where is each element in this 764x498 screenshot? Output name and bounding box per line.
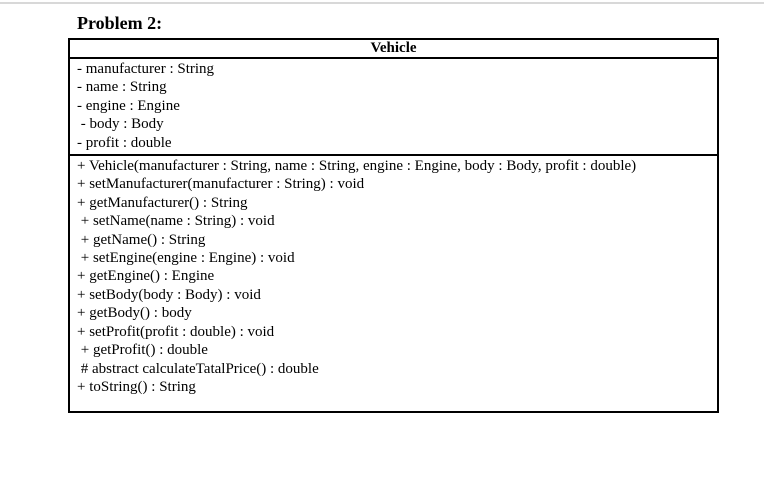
attribute-line: - profit : double: [77, 134, 172, 151]
uml-class-name: Vehicle: [370, 40, 417, 56]
method-line: + setProfit(profit : double) : void: [77, 323, 275, 340]
method-line: + setManufacturer(manufacturer : String)…: [77, 176, 365, 193]
page-top-divider: [0, 2, 764, 4]
method-line: + toString() : String: [77, 378, 196, 395]
attribute-line: - name : String: [77, 79, 167, 96]
method-line: + setEngine(engine : Engine) : void: [77, 250, 295, 267]
uml-attributes-section: - manufacturer : String - name : String …: [70, 59, 717, 157]
method-line: + setName(name : String) : void: [77, 213, 275, 230]
method-line: + setBody(body : Body) : void: [77, 286, 261, 303]
uml-methods-section: + Vehicle(manufacturer : String, name : …: [70, 156, 717, 398]
method-line: + getBody() : body: [77, 305, 192, 322]
method-line: + getProfit() : double: [77, 342, 208, 359]
uml-class-box: Vehicle - manufacturer : String - name :…: [68, 38, 719, 413]
method-line: # abstract calculateTatalPrice() : doubl…: [77, 360, 319, 377]
method-line: + Vehicle(manufacturer : String, name : …: [77, 158, 637, 175]
attribute-line: - body : Body: [77, 116, 164, 133]
attribute-line: - manufacturer : String: [77, 61, 215, 77]
attribute-line: - engine : Engine: [77, 97, 180, 114]
method-line: + getName() : String: [77, 231, 206, 248]
method-line: + getEngine() : Engine: [77, 268, 215, 285]
uml-class-name-header: Vehicle: [70, 40, 717, 59]
problem-title: Problem 2:: [77, 13, 163, 33]
method-line: + getManufacturer() : String: [77, 194, 248, 211]
